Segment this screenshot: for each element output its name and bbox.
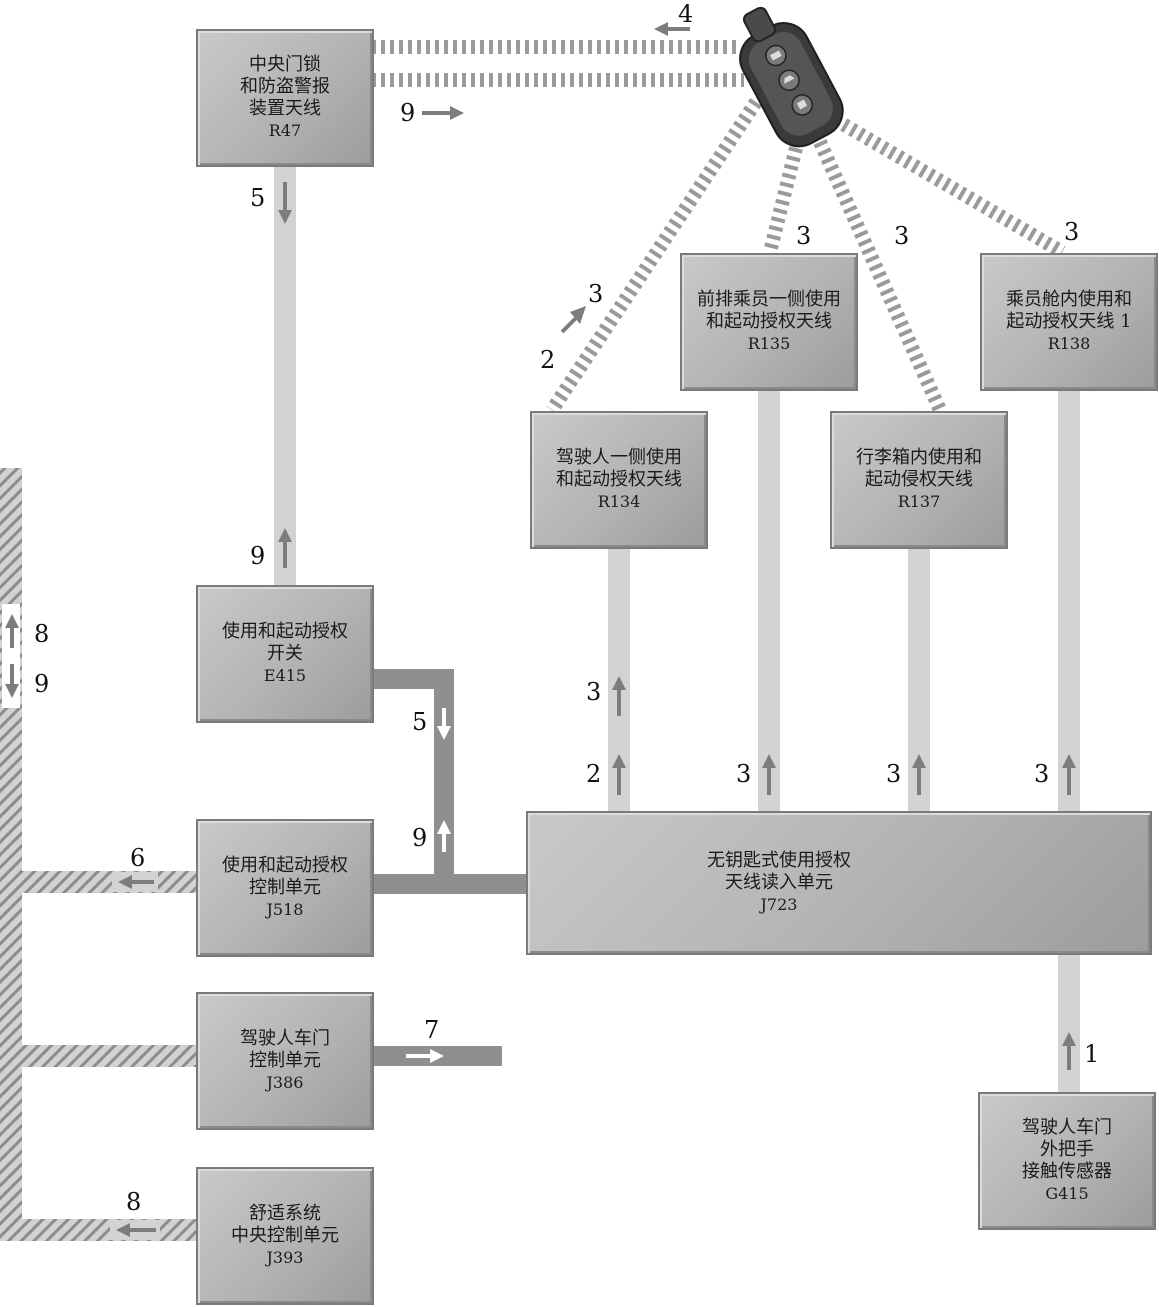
step-label-6: 6 xyxy=(130,844,146,872)
step-label-9-up: 9 xyxy=(412,824,428,852)
box-r135-line-2: 和起动授权天线 xyxy=(706,311,832,332)
box-e415: 使用和起动授权 开关 E415 xyxy=(196,585,374,723)
box-g415-line-2: 外把手 xyxy=(1040,1139,1094,1160)
arrow-5-r47 xyxy=(278,182,292,224)
box-r134-code: R134 xyxy=(597,492,641,511)
step-label-3-r137-top: 3 xyxy=(894,222,910,250)
box-r135: 前排乘员一侧使用 和起动授权天线 R135 xyxy=(680,253,858,391)
box-e415-code: E415 xyxy=(263,666,307,685)
box-r138-line-2: 起动授权天线 1 xyxy=(1006,311,1132,332)
arrow-4 xyxy=(654,22,690,36)
step-label-4: 4 xyxy=(678,0,694,28)
box-g415: 驾驶人车门 外把手 接触传感器 G415 xyxy=(978,1092,1156,1230)
box-r134-line-1: 驾驶人一侧使用 xyxy=(556,447,682,468)
box-r47: 中央门锁 和防盗警报 装置天线 R47 xyxy=(196,29,374,167)
can-bus xyxy=(0,468,198,1241)
box-j723: 无钥匙式使用授权 天线读入单元 J723 xyxy=(526,811,1152,955)
arrow-9-e415 xyxy=(278,528,292,568)
box-j393-code: J393 xyxy=(266,1248,304,1267)
arrow-9-key xyxy=(422,106,464,120)
box-j393-line-1: 舒适系统 xyxy=(249,1203,321,1224)
step-label-7: 7 xyxy=(424,1016,440,1044)
arrows-up-j723 xyxy=(612,676,1076,1070)
box-r47-line-3: 装置天线 xyxy=(249,98,321,119)
box-r47-line-2: 和防盗警报 xyxy=(240,76,330,97)
box-e415-line-1: 使用和起动授权 xyxy=(222,621,348,642)
box-j518-code: J518 xyxy=(266,900,304,919)
box-r137-line-2: 起动侵权天线 xyxy=(865,469,973,490)
box-r135-code: R135 xyxy=(747,334,791,353)
box-r138-code: R138 xyxy=(1047,334,1091,353)
box-r138: 乘员舱内使用和 起动授权天线 1 R138 xyxy=(980,253,1158,391)
box-e415-line-2: 开关 xyxy=(267,643,303,664)
box-r137-code: R137 xyxy=(897,492,941,511)
signal-wires xyxy=(274,166,1080,1094)
step-label-9-key: 9 xyxy=(400,99,416,127)
step-label-3-key: 3 xyxy=(588,280,604,308)
box-r137: 行李箱内使用和 起动侵权天线 R137 xyxy=(830,411,1008,549)
box-j723-line-2: 天线读入单元 xyxy=(725,872,833,893)
flow-arrows xyxy=(5,22,1076,1240)
box-g415-line-1: 驾驶人车门 xyxy=(1022,1117,1112,1138)
box-j386-line-2: 控制单元 xyxy=(249,1050,321,1071)
radio-links xyxy=(372,40,1066,414)
data-wires xyxy=(372,669,528,1066)
step-label-8-bus: 8 xyxy=(34,620,50,648)
step-label-2-key: 2 xyxy=(540,346,556,374)
box-g415-line-3: 接触传感器 xyxy=(1022,1161,1112,1182)
box-j723-line-1: 无钥匙式使用授权 xyxy=(707,850,851,871)
box-r47-line-1: 中央门锁 xyxy=(249,54,321,75)
step-label-9-bus: 9 xyxy=(34,670,50,698)
step-label-3-r134: 3 xyxy=(586,678,602,706)
box-j518-line-2: 控制单元 xyxy=(249,877,321,898)
step-label-1: 1 xyxy=(1084,1040,1100,1068)
step-label-3-r137: 3 xyxy=(886,760,902,788)
arrows-white-switch xyxy=(406,708,451,1063)
step-label-3-r135: 3 xyxy=(736,760,752,788)
arrow-3-key xyxy=(560,306,586,334)
step-label-3-r138: 3 xyxy=(1034,760,1050,788)
step-label-9-e415: 9 xyxy=(250,542,266,570)
step-label-5-e415: 5 xyxy=(412,708,428,736)
box-r134: 驾驶人一侧使用 和起动授权天线 R134 xyxy=(530,411,708,549)
box-j386: 驾驶人车门 控制单元 J386 xyxy=(196,992,374,1130)
box-r47-code: R47 xyxy=(268,121,302,140)
box-j518-line-1: 使用和起动授权 xyxy=(222,855,348,876)
step-label-8-j393: 8 xyxy=(126,1188,142,1216)
step-label-3-r135-top: 3 xyxy=(796,222,812,250)
arrows-bus xyxy=(5,614,160,1240)
box-r137-line-1: 行李箱内使用和 xyxy=(856,447,982,468)
box-r134-line-2: 和起动授权天线 xyxy=(556,469,682,490)
box-j393-line-2: 中央控制单元 xyxy=(231,1225,339,1246)
box-r135-line-1: 前排乘员一侧使用 xyxy=(697,289,841,310)
step-label-3-r138-top: 3 xyxy=(1064,218,1080,246)
box-j518: 使用和起动授权 控制单元 J518 xyxy=(196,819,374,957)
box-j386-code: J386 xyxy=(266,1073,304,1092)
box-j723-code: J723 xyxy=(760,895,798,914)
key-fob-icon xyxy=(739,6,844,148)
box-j386-line-1: 驾驶人车门 xyxy=(240,1028,330,1049)
step-label-5-r47: 5 xyxy=(250,184,266,212)
box-g415-code: G415 xyxy=(1045,1184,1089,1203)
step-label-2-j723: 2 xyxy=(586,760,602,788)
box-j393: 舒适系统 中央控制单元 J393 xyxy=(196,1167,374,1305)
box-r138-line-1: 乘员舱内使用和 xyxy=(1006,289,1132,310)
